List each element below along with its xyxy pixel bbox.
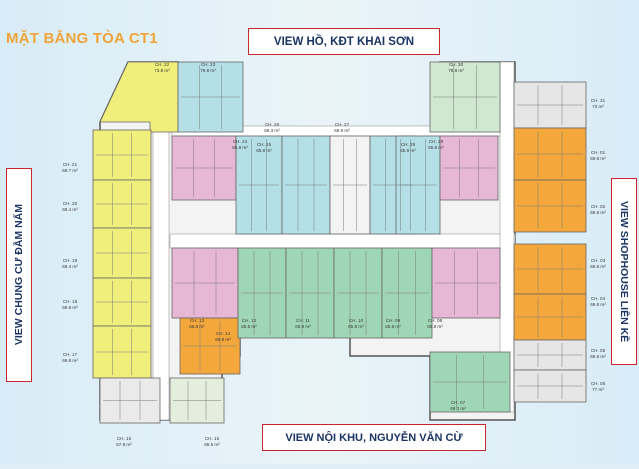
central-corridor — [169, 233, 516, 249]
unit-area-ch19: 69.4 m² — [62, 264, 78, 269]
page-title: MẶT BẰNG TÒA CT1 — [6, 30, 158, 47]
unit-area-ch30: 78.8 m² — [448, 68, 464, 73]
unit-area-ch06: 77 m² — [592, 387, 604, 392]
unit-code-ch08: CH. 08 — [428, 318, 443, 323]
unit-area-ch14: 69.9 m² — [215, 337, 231, 342]
unit-code-ch10: CH. 10 — [349, 318, 364, 323]
unit-code-ch30: CH. 30 — [449, 62, 464, 67]
interior-walls — [96, 65, 583, 420]
unit-code-ch01: CH. 01 — [591, 150, 606, 155]
unit-area-ch10: 65.9 m² — [348, 324, 364, 329]
unit-code-ch22: CH. 22 — [155, 62, 170, 67]
unit-code-ch15: CH. 15 — [205, 436, 220, 441]
unit-code-ch05: CH. 05 — [591, 348, 606, 353]
unit-code-ch23: CH. 23 — [201, 62, 216, 67]
view-top-text: VIEW HỒ, KĐT KHAI SƠN — [273, 35, 415, 48]
unit-area-ch26: 69.3 m² — [264, 128, 280, 133]
unit-area-ch11: 65.9 m² — [295, 324, 311, 329]
unit-code-ch20: CH. 20 — [63, 201, 78, 206]
unit-area-ch31: 73 m² — [592, 104, 604, 109]
unit-code-ch02: CH. 02 — [591, 204, 606, 209]
view-label-left: VIEW CHUNG CƯ ĐẦM NẤM — [6, 168, 32, 382]
unit-area-ch15: 66.6 m² — [204, 442, 220, 447]
unit-area-ch12: 65.8 m² — [241, 324, 257, 329]
unit-area-ch09: 65.8 m² — [385, 324, 401, 329]
view-label-bottom: VIEW NỘI KHU, NGUYỄN VĂN CỪ — [262, 424, 486, 451]
unit-area-ch18: 69.8 m² — [62, 305, 78, 310]
unit-code-ch21: CH. 21 — [63, 162, 78, 167]
unit-code-ch17: CH. 17 — [63, 352, 78, 357]
unit-area-ch23: 75.8 m² — [200, 68, 216, 73]
unit-code-ch28: CH. 28 — [401, 142, 416, 147]
view-label-right: VIEW SHOPHOUSE LIỀN KỀ — [611, 178, 637, 365]
unit-code-ch29: CH. 29 — [429, 139, 444, 144]
unit-code-ch09: CH. 09 — [386, 318, 401, 323]
unit-code-ch19: CH. 19 — [63, 258, 78, 263]
unit-area-ch07: 69.2 m² — [450, 406, 466, 411]
unit-code-ch03: CH. 03 — [591, 258, 606, 263]
left-corridor — [152, 129, 170, 421]
view-right-text: VIEW SHOPHOUSE LIỀN KỀ — [618, 200, 630, 343]
unit-code-ch25: CH. 25 — [257, 142, 272, 147]
unit-code-ch24: CH. 24 — [233, 139, 248, 144]
unit-area-ch27: 69.9 m² — [334, 128, 350, 133]
unit-area-ch17: 69.8 m² — [62, 358, 78, 363]
unit-code-ch26: CH. 26 — [265, 122, 280, 127]
unit-code-ch18: CH. 18 — [63, 299, 78, 304]
unit-area-ch04: 69.8 m² — [590, 302, 606, 307]
unit-area-ch20: 69.4 m² — [62, 207, 78, 212]
unit-code-ch11: CH. 11 — [296, 318, 310, 323]
unit-code-ch06: CH. 06 — [591, 381, 606, 386]
unit-code-ch04: CH. 04 — [591, 296, 606, 301]
unit-code-ch14: CH. 14 — [216, 331, 231, 336]
unit-area-ch08: 66.8 m² — [427, 324, 443, 329]
unit-area-ch03: 69.8 m² — [590, 264, 606, 269]
unit-area-ch01: 69.8 m² — [590, 156, 606, 161]
unit-area-ch13: 66.8 m² — [189, 324, 205, 329]
unit-code-ch31: CH. 31 — [591, 98, 606, 103]
unit-area-ch22: 73.8 m² — [154, 68, 170, 73]
unit-code-ch16: CH. 16 — [117, 436, 132, 441]
unit-area-ch21: 69.7 m² — [62, 168, 78, 173]
view-bottom-text: VIEW NỘI KHU, NGUYỄN VĂN CỪ — [285, 431, 463, 444]
unit-code-ch13: CH. 13 — [190, 318, 205, 323]
unit-code-ch27: CH. 27 — [335, 122, 350, 127]
unit-area-ch16: 67.8 m² — [116, 442, 132, 447]
unit-area-ch25: 65.9 m² — [256, 148, 272, 153]
unit-code-ch07: CH. 07 — [451, 400, 466, 405]
unit-area-ch24: 65.8 m² — [232, 145, 248, 150]
view-left-text: VIEW CHUNG CƯ ĐẦM NẤM — [13, 204, 25, 346]
view-label-top: VIEW HỒ, KĐT KHAI SƠN — [248, 28, 440, 55]
unit-area-ch28: 65.9 m² — [400, 148, 416, 153]
unit-code-ch12: CH. 12 — [242, 318, 257, 323]
unit-area-ch02: 69.8 m² — [590, 210, 606, 215]
unit-area-ch29: 65.8 m² — [428, 145, 444, 150]
unit-area-ch05: 69.8 m² — [590, 354, 606, 359]
